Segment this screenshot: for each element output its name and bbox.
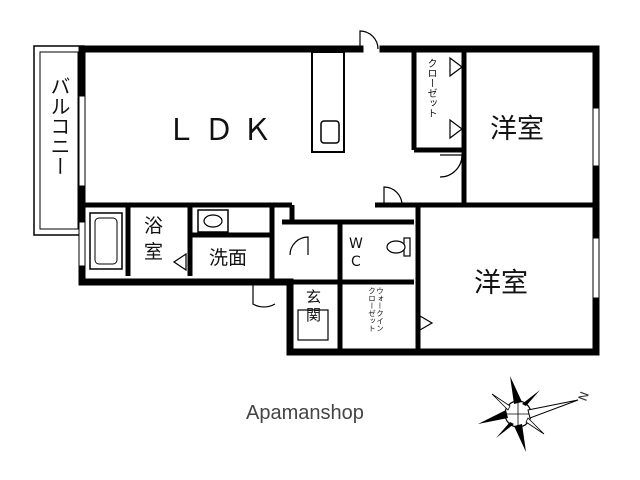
doors: [252, 30, 463, 308]
toilet-label-c: C: [351, 254, 361, 270]
walk-in-closet-label-line2: クローゼット: [367, 287, 377, 332]
closet-door-markers: [172, 56, 463, 332]
toilet-label-w: W: [349, 236, 363, 252]
walk-in-closet-label-line1: ウォークイン: [375, 287, 385, 332]
windows: [78, 95, 600, 299]
kitchen-counter: [311, 51, 345, 153]
balcony-label: バルコニー: [47, 76, 71, 176]
compass-rose: N: [478, 376, 592, 452]
entrance-label-1: 玄: [306, 288, 321, 306]
washroom-label: 洗面: [209, 247, 247, 269]
brand-logo-text: Apamanshop: [246, 402, 364, 424]
balcony: [33, 45, 85, 236]
bath-label-1: 浴: [144, 215, 163, 237]
bedroom-south-label: 洋室: [474, 268, 528, 299]
compass-north-letter: N: [576, 390, 592, 403]
bathtub: [89, 212, 123, 270]
bath-label-2: 室: [144, 241, 163, 263]
bedroom-north-label: 洋室: [490, 114, 544, 145]
ldk-label: ＬＤＫ: [166, 113, 280, 148]
closet-label: クローゼット: [425, 58, 436, 118]
wash-basin: [197, 209, 229, 233]
toilet-fixture: [386, 237, 411, 257]
interior-walls: [82, 49, 596, 352]
shoe-box: [297, 309, 329, 341]
entrance-label-2: 関: [306, 306, 321, 324]
